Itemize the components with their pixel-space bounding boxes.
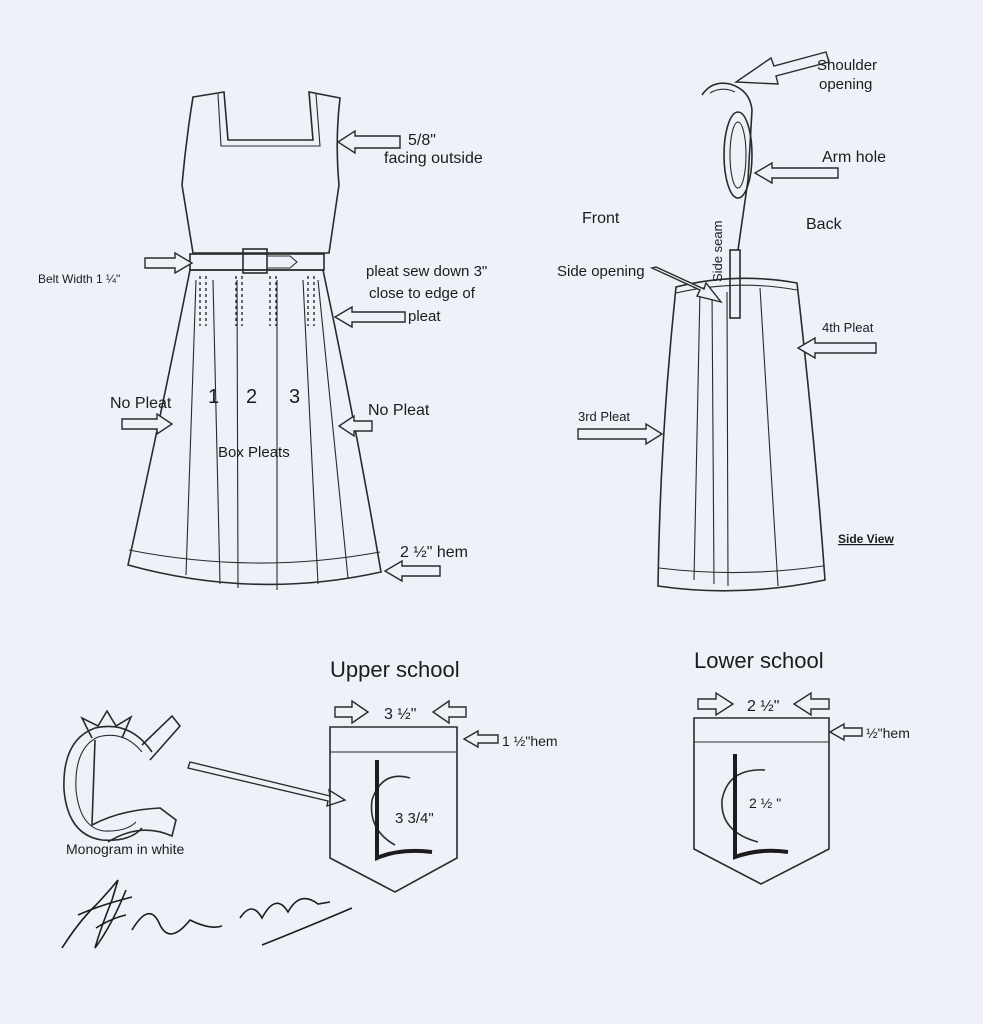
- arm-hole-inner: [729, 121, 747, 189]
- pleat-line: [185, 279, 197, 576]
- no-pleat-right-label: No Pleat: [368, 402, 430, 419]
- facing-label: 5/8": [408, 132, 436, 149]
- pleat-4-arrow: [796, 336, 877, 360]
- arm-hole-label: Arm hole: [822, 149, 886, 166]
- upper-school-badge: Upper school 3 ½" 1 ½"hem 3 3/4": [329, 657, 558, 893]
- pleat-3-label: 3rd Pleat: [578, 409, 630, 424]
- side-view-drawing: Shoulder opening Arm hole Front Back Sid…: [557, 51, 894, 592]
- belt: [189, 253, 325, 271]
- pleat-number: 1: [208, 386, 219, 408]
- belt-width-label: Belt Width 1 ¼": [38, 272, 120, 286]
- hem-label: 2 ½" hem: [400, 544, 468, 561]
- side-opening-arrow: [649, 266, 723, 304]
- lower-badge-outline: [693, 717, 830, 885]
- side-pleat-line: [726, 291, 729, 587]
- shoulder-label: Shoulder: [817, 57, 877, 74]
- facing-arrow: [336, 129, 401, 155]
- lower-hem-arrow: [828, 722, 863, 742]
- monogram-caption: Monogram in white: [66, 841, 184, 857]
- no-pleat-right-arrow: [337, 414, 373, 438]
- arm-hole-arrow: [753, 161, 839, 185]
- lower-width-arrow-left: [697, 691, 735, 717]
- side-seam-label: Side seam: [710, 221, 725, 282]
- pleat-sew-label: pleat sew down 3": [366, 263, 487, 280]
- lower-school-badge: Lower school 2 ½" ½"hem 2 ½ ": [693, 648, 910, 885]
- upper-width-label: 3 ½": [384, 706, 416, 723]
- monogram-l: [91, 739, 177, 843]
- upper-hem-arrow: [462, 729, 499, 749]
- arm-hole-outer: [723, 111, 753, 199]
- upper-width-arrow-left: [334, 699, 370, 725]
- side-view-title: Side View: [838, 532, 894, 546]
- shoulder-strap-inner: [709, 88, 736, 94]
- monogram-arrow: [187, 761, 347, 808]
- upper-school-title: Upper school: [330, 657, 460, 682]
- side-pleat-line: [711, 291, 715, 585]
- lower-hem-label: ½"hem: [866, 725, 910, 741]
- facing-label: facing outside: [384, 150, 483, 167]
- pleat-stitching: [199, 276, 315, 326]
- side-pleat-line: [759, 287, 779, 587]
- neckline-facing: [217, 93, 321, 147]
- upper-badge-outline: [329, 726, 458, 893]
- shoulder-strap: [701, 82, 753, 251]
- side-opening: [729, 249, 741, 319]
- lower-width-label: 2 ½": [747, 698, 779, 715]
- bodice-outline: [181, 91, 341, 254]
- pleat-line: [212, 279, 221, 585]
- lower-badge-l: [733, 754, 789, 860]
- pleat-line: [236, 279, 239, 589]
- no-pleat-left-arrow: [121, 412, 174, 436]
- pleat-3-arrow: [577, 422, 664, 446]
- pleat-sew-label: close to edge of: [369, 285, 476, 302]
- pleat-line: [317, 279, 349, 579]
- no-pleat-left-label: No Pleat: [110, 395, 172, 412]
- lower-badge-c: [721, 769, 766, 843]
- belt-tip: [268, 255, 298, 269]
- pleat-number: 2: [246, 386, 257, 408]
- upper-badge-l: [375, 760, 433, 862]
- side-opening-label: Side opening: [557, 263, 645, 280]
- front-label: Front: [582, 210, 620, 227]
- pleat-line: [302, 279, 319, 585]
- monogram-c-inner: [75, 734, 143, 832]
- hem-line: [128, 549, 381, 564]
- shoulder-opening-arrow: [733, 51, 830, 85]
- belt-buckle: [242, 248, 268, 274]
- waistband-line: [675, 284, 798, 294]
- lower-school-title: Lower school: [694, 648, 824, 673]
- signature: [61, 879, 353, 949]
- lower-height-label: 2 ½ ": [749, 795, 781, 811]
- side-skirt-outline: [657, 277, 826, 592]
- monogram-flourish: [141, 714, 182, 761]
- upper-badge-c: [370, 775, 411, 846]
- pleat-4-label: 4th Pleat: [822, 320, 874, 335]
- belt-arrow: [144, 251, 194, 275]
- upper-height-label: 3 3/4": [395, 810, 434, 827]
- lower-width-arrow-right: [792, 691, 830, 717]
- crown-icon: [80, 709, 133, 739]
- upper-hem-label: 1 ½"hem: [502, 733, 558, 749]
- hem-arrow: [383, 559, 441, 583]
- back-label: Back: [806, 216, 843, 233]
- monogram-logo: Monogram in white: [63, 709, 347, 857]
- pleat-sew-label: pleat: [408, 308, 441, 325]
- front-dress-drawing: 5/8" facing outside Belt Width 1 ¼" plea…: [38, 91, 487, 590]
- side-pleat-line: [693, 289, 701, 581]
- box-pleats-label: Box Pleats: [218, 444, 290, 461]
- pleat-sew-arrow: [333, 305, 406, 329]
- shoulder-label: opening: [819, 76, 872, 93]
- upper-width-arrow-right: [431, 699, 467, 725]
- monogram-c: [63, 725, 153, 842]
- side-hem-line: [658, 565, 824, 574]
- pleat-number: 3: [289, 386, 300, 408]
